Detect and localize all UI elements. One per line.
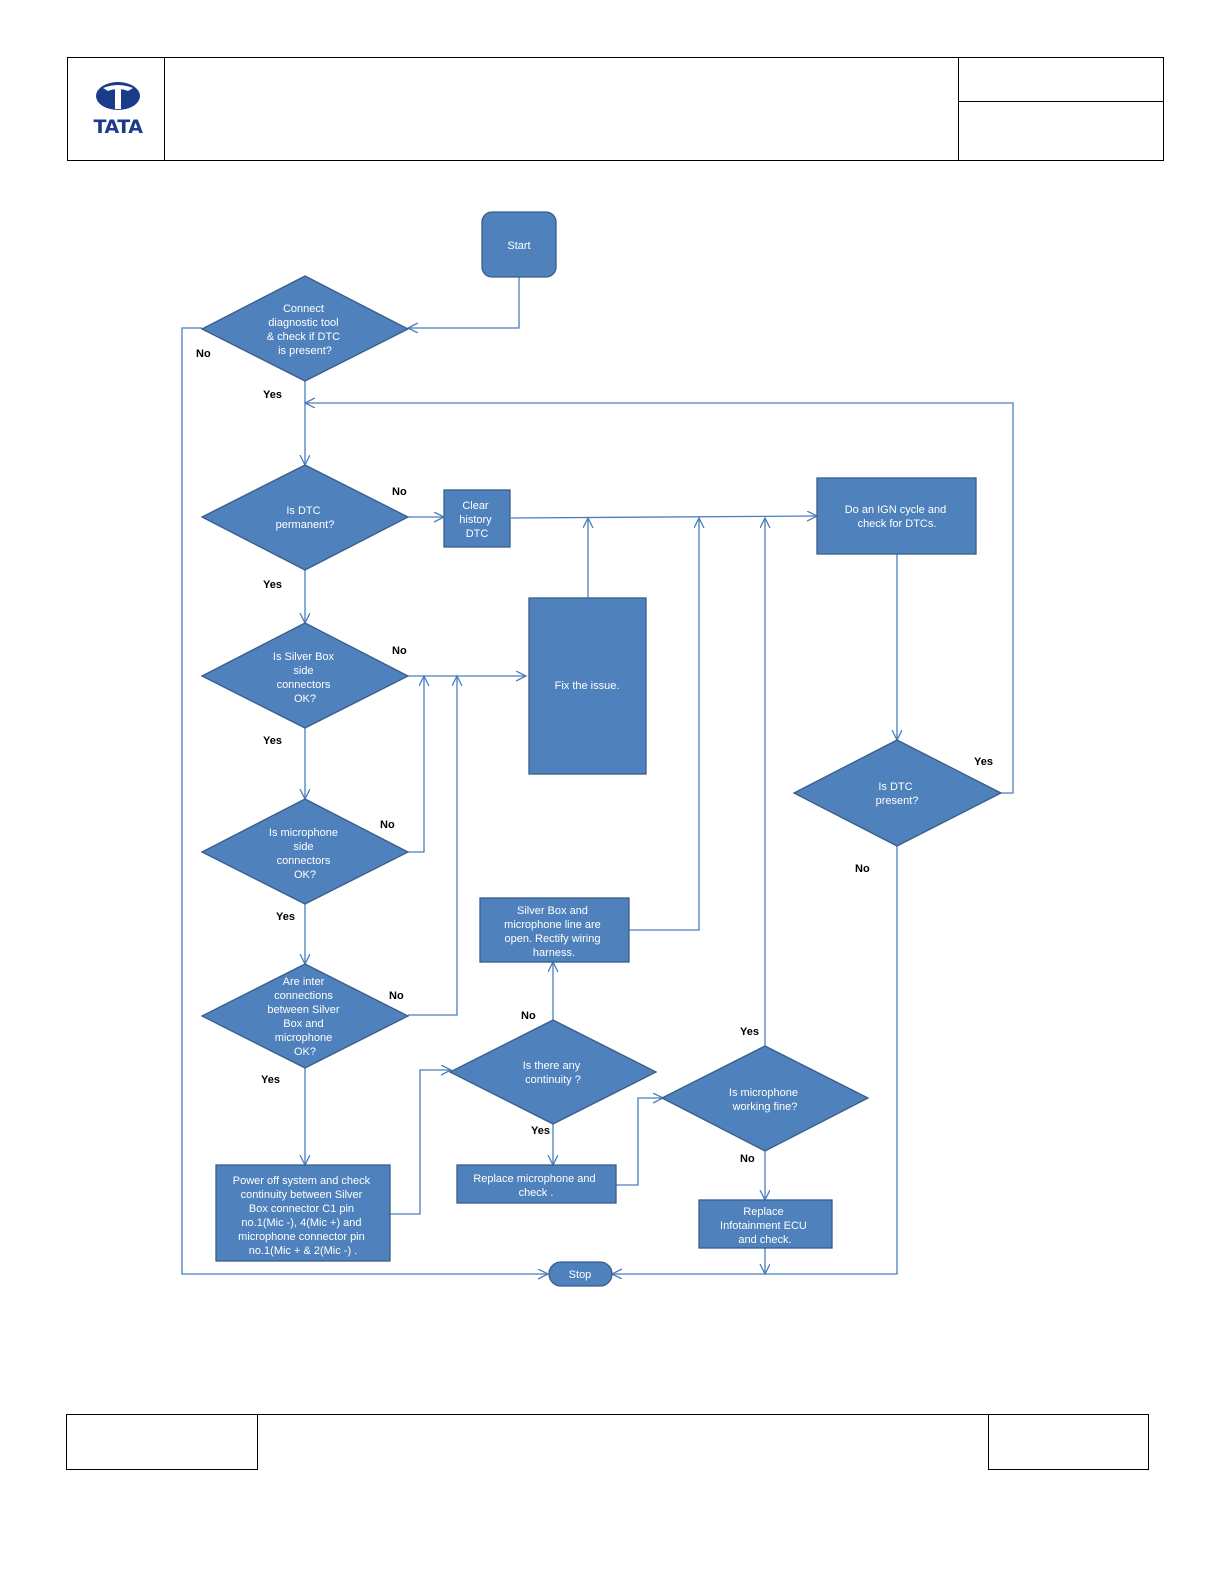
label-replace-ecu: Replace Infotainment ECU and check. — [720, 1206, 810, 1246]
label-silverbox: Is Silver Box side connectors OK? — [273, 651, 337, 705]
label-stop: Stop — [569, 1269, 592, 1281]
open-line-node — [479, 897, 630, 963]
decision-silverbox-connectors — [200, 622, 410, 729]
edge-label-q5-no: No — [389, 990, 404, 1002]
label-dtc-present-2: Is DTC present? — [876, 781, 919, 807]
edge-clear-to-ign — [510, 516, 817, 518]
label-replace-mic: Replace microphone and check . — [473, 1173, 598, 1199]
edge-label-qmic-no: No — [740, 1153, 755, 1165]
stop-node — [548, 1261, 613, 1287]
edge-label-q2-no: No — [392, 486, 407, 498]
label-dtc-permanent: Is DTC permanent? — [276, 505, 335, 531]
header-title-cell — [164, 58, 959, 160]
decision-dtc-permanent — [200, 464, 410, 571]
edge-label-qdtc2-no: No — [855, 863, 870, 875]
tata-logo-icon — [96, 82, 140, 110]
label-dtc-present: Connect diagnostic tool & check if DTC i… — [267, 303, 343, 357]
edge-label-q2-yes: Yes — [263, 579, 282, 591]
power-off-node — [215, 1164, 391, 1262]
edge-qdtc2-no-to-stop — [612, 846, 898, 1274]
edge-open-to-main — [629, 518, 699, 931]
replace-mic-node — [456, 1164, 617, 1204]
label-clear-history: Clear history DTC — [459, 500, 494, 540]
edge-label-qcont-no: No — [521, 1010, 536, 1022]
header-docno-cell — [958, 58, 1163, 102]
decision-interconnections — [200, 963, 410, 1069]
edge-label-q1-yes: Yes — [263, 389, 282, 401]
edge-label-q4-yes: Yes — [276, 911, 295, 923]
footer-middle-cell — [258, 1414, 988, 1470]
start-node — [481, 211, 557, 278]
label-interconnections: Are inter connections between Silver Box… — [267, 976, 342, 1058]
edge-q1-no-to-stop — [181, 327, 548, 1274]
label-start: Start — [507, 240, 530, 252]
edge-label-q3-no: No — [392, 645, 407, 657]
footer-left-cell — [66, 1414, 258, 1470]
footer-right-cell — [988, 1414, 1149, 1470]
edge-label-q3-yes: Yes — [263, 735, 282, 747]
edge-q4-no-up — [408, 676, 424, 853]
edge-label-q1-no: No — [196, 348, 211, 360]
logo-cell: TATA — [68, 58, 165, 160]
decision-mic-connectors — [200, 798, 410, 905]
edge-labels: No Yes No Yes No Yes No Yes No Yes Yes N… — [196, 348, 993, 1165]
edge-q5-no-up — [408, 676, 457, 1016]
label-mic-side: Is microphone side connectors OK? — [269, 827, 341, 881]
logo-text: TATA — [93, 116, 143, 138]
edge-start-to-q1 — [408, 277, 520, 328]
edge-label-qdtc2-yes: Yes — [974, 756, 993, 768]
decision-continuity — [448, 1019, 658, 1125]
edge-poweroff-to-qcont — [390, 1070, 451, 1215]
label-power-off: Power off system and check continuity be… — [233, 1175, 373, 1257]
label-mic-working: Is microphone working fine? — [729, 1087, 801, 1113]
label-fix-issue: Fix the issue. — [555, 680, 620, 692]
shapes — [200, 211, 1003, 1287]
fix-issue-node — [528, 597, 647, 775]
node-labels: Start Connect diagnostic tool & check if… — [233, 240, 950, 1281]
edge-label-q5-yes: Yes — [261, 1074, 280, 1086]
label-open-line: Silver Box and microphone line are open.… — [504, 905, 604, 959]
edge-label-qmic-yes: Yes — [740, 1026, 759, 1038]
label-continuity: Is there any continuity ? — [523, 1060, 584, 1086]
label-ign-cycle: Do an IGN cycle and check for DTCs. — [845, 504, 950, 530]
ign-cycle-node — [816, 477, 977, 555]
edge-replacemic-to-qmic — [616, 1098, 663, 1186]
header-table: TATA — [67, 57, 1164, 161]
edge-qdtc2-yes-loop — [305, 403, 1014, 794]
decision-dtc-present — [200, 275, 410, 382]
edge-label-qcont-yes: Yes — [531, 1125, 550, 1137]
clear-history-node — [443, 489, 511, 548]
replace-ecu-node — [698, 1199, 833, 1249]
decision-dtc-present-2 — [792, 739, 1003, 847]
decision-mic-working — [660, 1045, 870, 1152]
connectors — [181, 277, 1014, 1274]
edge-label-q4-no: No — [380, 819, 395, 831]
